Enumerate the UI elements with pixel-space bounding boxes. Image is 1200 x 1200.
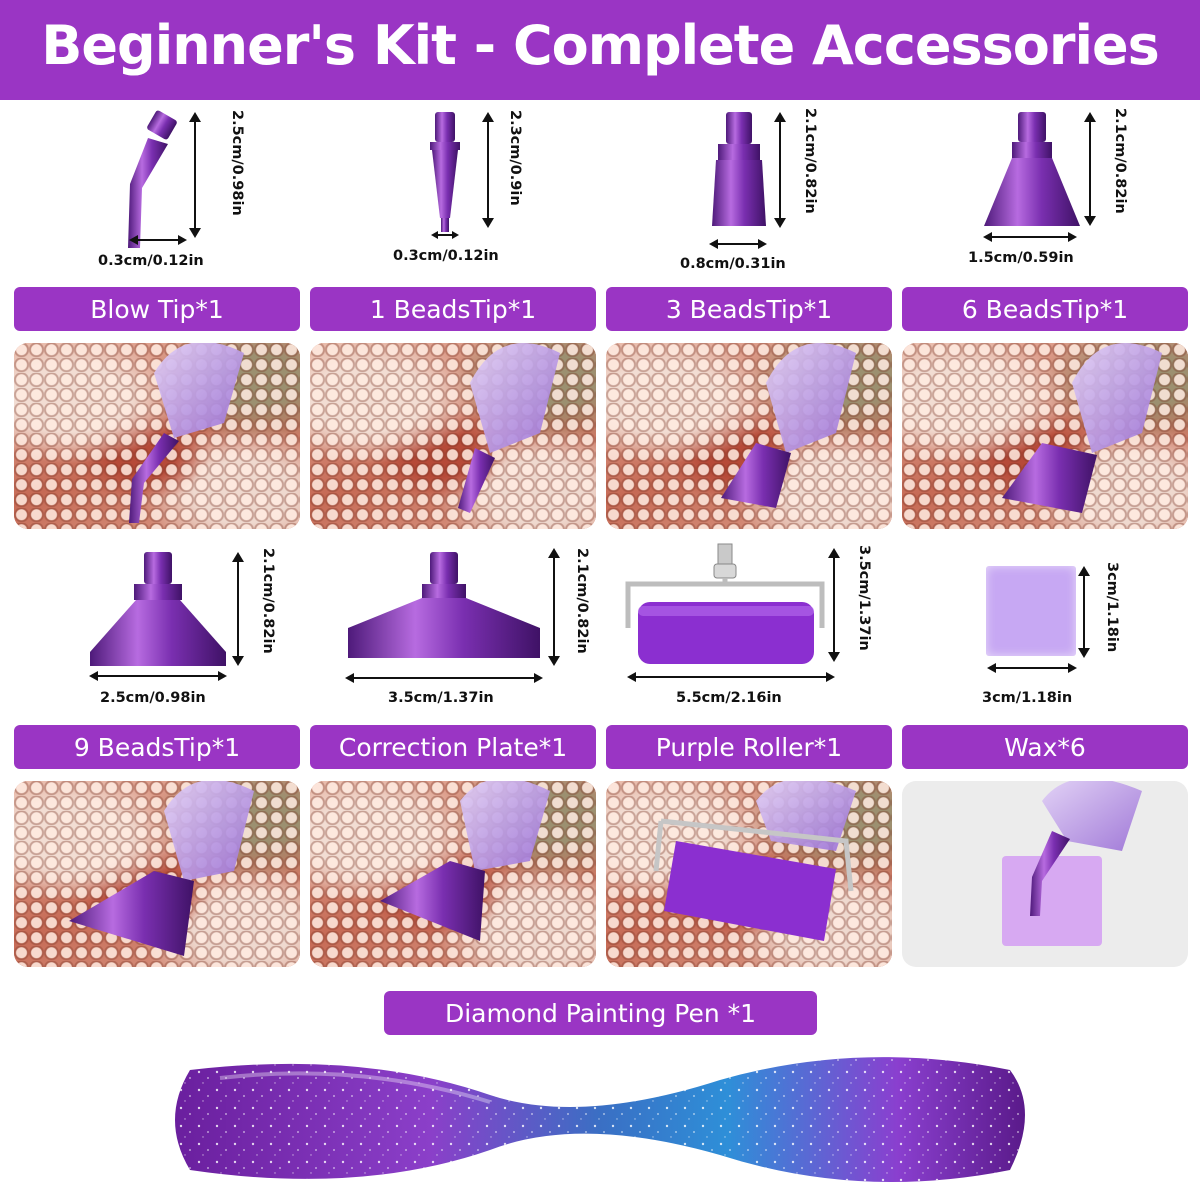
photo-6-beads-tip — [902, 343, 1188, 529]
wax-square-icon — [986, 566, 1076, 656]
pen-on-wax-icon — [1002, 781, 1142, 946]
three-bead-tip-icon — [712, 112, 766, 226]
nine-bead-tip-width: 2.5cm/0.98in — [100, 690, 206, 706]
one-bead-tip-height: 2.3cm/0.9in — [507, 110, 523, 206]
width-arrow — [627, 672, 835, 682]
six-bead-tip-width: 1.5cm/0.59in — [968, 250, 1074, 266]
three-bead-tip-width: 0.8cm/0.31in — [680, 256, 786, 272]
height-arrow — [828, 548, 840, 662]
label-diamond-painting-pen: Diamond Painting Pen *1 — [384, 991, 817, 1035]
label-1-beads-tip: 1 BeadsTip*1 — [310, 287, 596, 331]
correction-plate-width: 3.5cm/1.37in — [388, 690, 494, 706]
wax-width: 3cm/1.18in — [982, 690, 1073, 706]
photo-blow-tip — [14, 343, 300, 529]
roller-height: 3.5cm/1.37in — [856, 545, 872, 651]
width-arrow — [987, 663, 1077, 673]
width-arrow — [129, 235, 187, 245]
label-3-beads-tip: 3 BeadsTip*1 — [606, 287, 892, 331]
label-blow-tip: Blow Tip*1 — [14, 287, 300, 331]
bent-tip-icon — [128, 110, 177, 248]
photo-wax — [902, 781, 1188, 967]
wax-height: 3cm/1.18in — [1104, 562, 1120, 653]
width-arrow — [89, 671, 227, 681]
height-arrow — [548, 548, 560, 666]
pen-with-six-bead-tip-icon — [1002, 343, 1162, 513]
blow-tip-width: 0.3cm/0.12in — [98, 253, 204, 269]
nine-bead-tip-height: 2.1cm/0.82in — [260, 548, 276, 654]
correction-plate-icon — [348, 552, 540, 658]
pen-with-single-tip-icon — [458, 343, 560, 513]
photo-1-beads-tip — [310, 343, 596, 529]
roller-width: 5.5cm/2.16in — [676, 690, 782, 706]
single-tip-icon — [430, 112, 460, 232]
photo-3-beads-tip — [606, 343, 892, 529]
label-6-beads-tip: 6 BeadsTip*1 — [902, 287, 1188, 331]
pen-with-nine-bead-tip-icon — [69, 781, 254, 956]
label-purple-roller: Purple Roller*1 — [606, 725, 892, 769]
height-arrow — [232, 552, 244, 666]
photo-correction-plate — [310, 781, 596, 967]
one-bead-tip-width: 0.3cm/0.12in — [393, 248, 499, 264]
height-arrow — [189, 112, 201, 238]
width-arrow — [983, 232, 1077, 242]
height-arrow — [774, 112, 786, 228]
width-arrow — [345, 673, 543, 683]
pen-with-roller-icon — [653, 781, 856, 941]
photo-purple-roller — [606, 781, 892, 967]
width-arrow — [431, 231, 459, 239]
six-bead-tip-height: 2.1cm/0.82in — [1112, 108, 1128, 214]
label-9-beads-tip: 9 BeadsTip*1 — [14, 725, 300, 769]
three-bead-tip-height: 2.1cm/0.82in — [802, 108, 818, 214]
pen-with-correction-plate-icon — [380, 781, 550, 941]
height-arrow — [1078, 566, 1090, 658]
roller-icon — [625, 543, 825, 664]
height-arrow — [482, 112, 494, 228]
six-bead-tip-icon — [984, 112, 1080, 226]
nine-bead-tip-icon — [90, 552, 226, 666]
label-correction-plate: Correction Plate*1 — [310, 725, 596, 769]
photo-9-beads-tip — [14, 781, 300, 967]
label-wax: Wax*6 — [902, 725, 1188, 769]
pen-with-bent-tip-icon — [129, 343, 244, 523]
page-title: Beginner's Kit - Complete Accessories — [41, 14, 1160, 77]
pen-with-three-bead-tip-icon — [721, 343, 856, 508]
blow-tip-height: 2.5cm/0.98in — [229, 110, 245, 216]
width-arrow — [709, 239, 767, 249]
header-banner: Beginner's Kit - Complete Accessories — [0, 0, 1200, 100]
height-arrow — [1084, 112, 1096, 226]
diamond-painting-pen-icon — [175, 1057, 1025, 1182]
correction-plate-height: 2.1cm/0.82in — [574, 548, 590, 654]
